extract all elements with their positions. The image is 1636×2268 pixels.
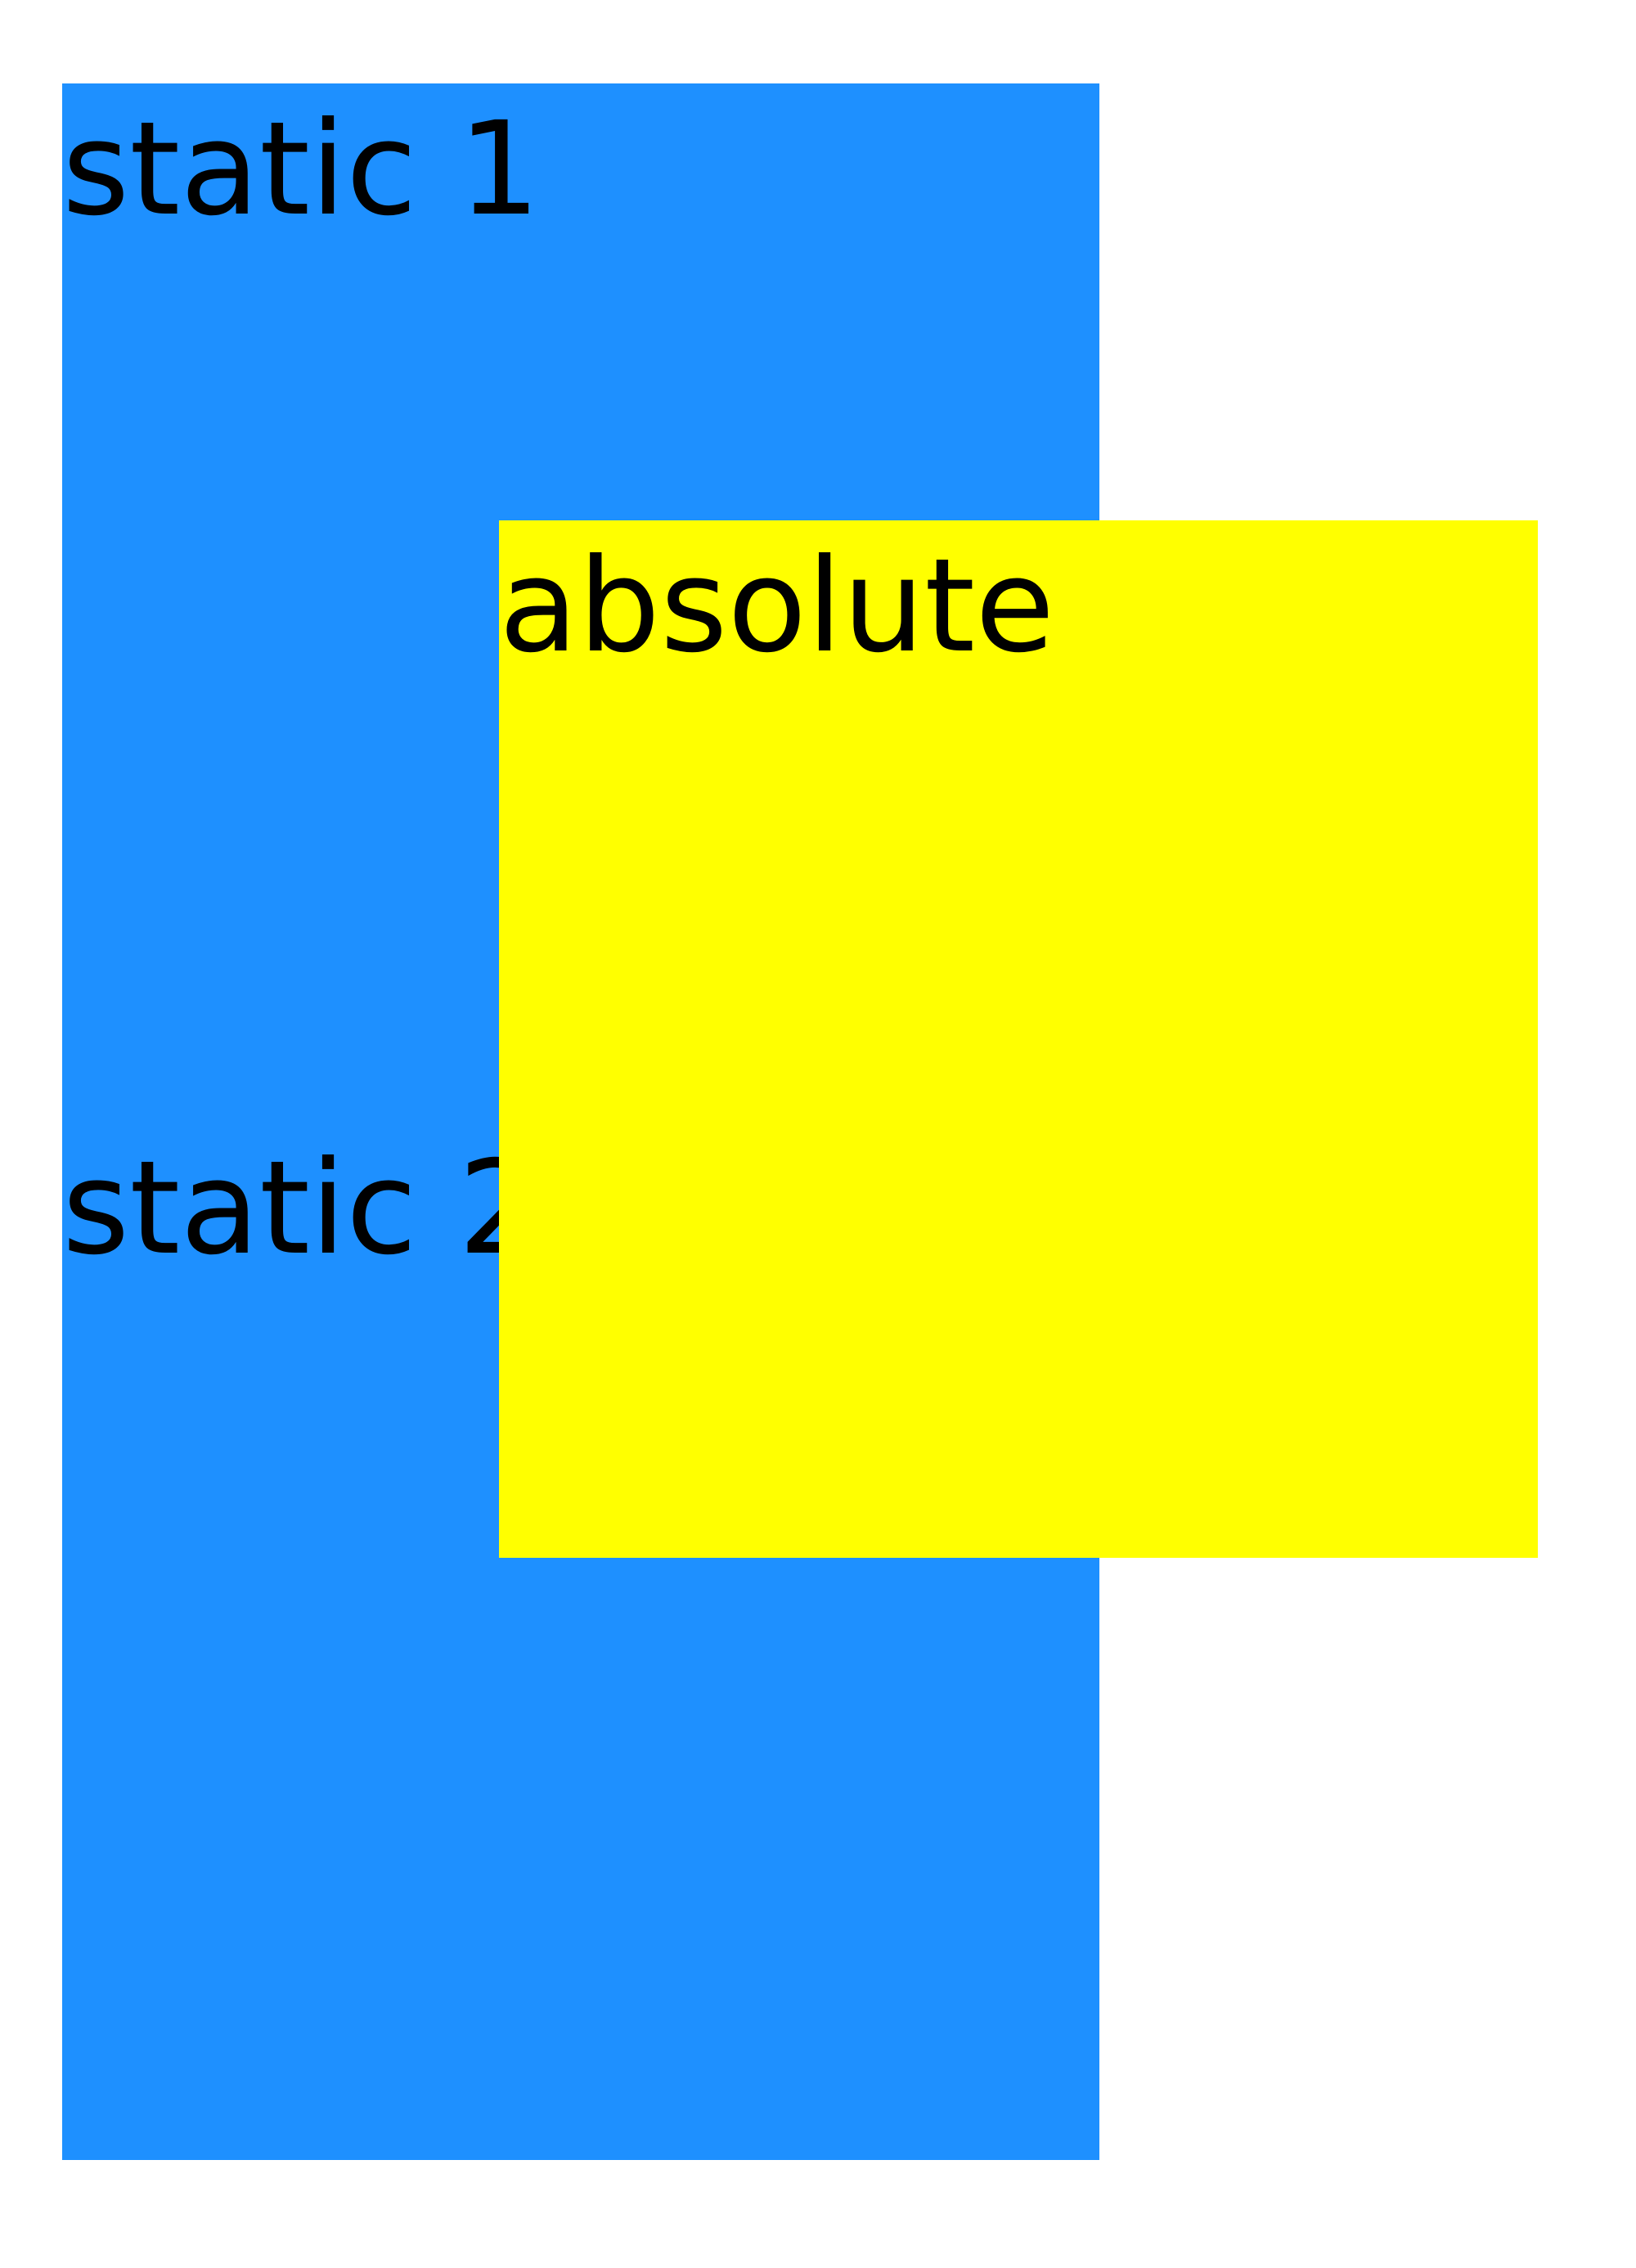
absolute-box-label: absolute (499, 531, 1055, 682)
static-box-1-label: static 1 (62, 94, 541, 245)
absolute-box: absolute (499, 520, 1538, 1558)
static-box-2-label: static 2 (62, 1133, 541, 1284)
